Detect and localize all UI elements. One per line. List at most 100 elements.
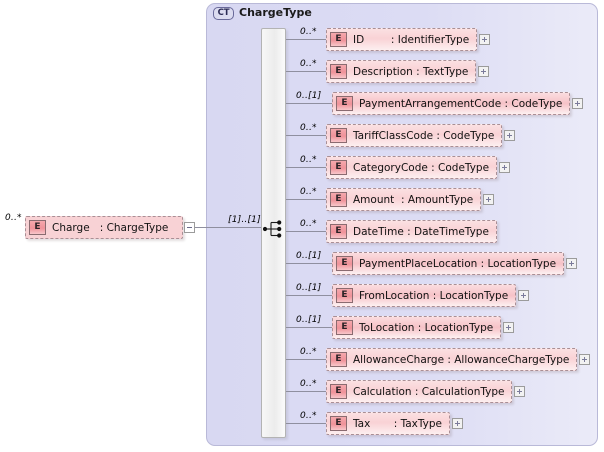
element-label: PaymentPlaceLocation : LocationType (359, 258, 556, 270)
occurrence-label: 0..* (300, 411, 317, 421)
element-name: PaymentPlaceLocation (359, 257, 478, 270)
expand-toggle[interactable] (504, 130, 515, 141)
element-type: : AmountType (394, 193, 474, 206)
element-label: FromLocation : LocationType (359, 290, 508, 302)
element-label: CategoryCode : CodeType (353, 162, 489, 174)
element-badge-icon: E (29, 220, 46, 235)
connector-line (286, 167, 326, 168)
element-badge-icon: E (330, 384, 347, 399)
connector-line (286, 71, 326, 72)
element-type: : TextType (412, 65, 469, 78)
element-type: : CalculationType (411, 385, 505, 398)
element-name: ToLocation (359, 321, 415, 334)
element-name: ID (353, 33, 365, 46)
expand-toggle[interactable] (452, 418, 463, 429)
complex-type-name: ChargeType (239, 6, 312, 19)
element-label: PaymentArrangementCode : CodeType (359, 98, 562, 110)
element-name: Tax (353, 417, 371, 430)
connector-cardinality: [1]..[1] (228, 215, 261, 225)
connector-line (286, 391, 326, 392)
element-badge-icon: E (330, 128, 347, 143)
connector-line (286, 135, 326, 136)
element-name: Calculation (353, 385, 412, 398)
expand-toggle[interactable] (483, 194, 494, 205)
expand-toggle[interactable] (579, 354, 590, 365)
connector-line (286, 263, 332, 264)
connector-line (286, 327, 332, 328)
element-name: Description (353, 65, 413, 78)
expand-toggle[interactable] (479, 34, 490, 45)
element-name: PaymentArrangementCode (359, 97, 502, 110)
element-label: Amount : AmountType (353, 194, 473, 206)
element-badge-icon: E (330, 192, 347, 207)
element-name: AllowanceCharge (353, 353, 445, 366)
element-box[interactable]: E Amount : AmountType (326, 188, 481, 211)
expand-toggle[interactable] (503, 322, 514, 333)
element-badge-icon: E (330, 160, 347, 175)
occurrence-label: 0..[1] (296, 315, 322, 325)
sequence-compositor-icon[interactable] (262, 219, 286, 239)
expand-toggle[interactable] (572, 98, 583, 109)
element-label: Description : TextType (353, 66, 468, 78)
connector-line (286, 39, 326, 40)
element-label: Calculation : CalculationType (353, 386, 504, 398)
occurrence-label: 0..* (300, 219, 317, 229)
element-box[interactable]: E CategoryCode : CodeType (326, 156, 497, 179)
occurrence-label: 0..* (300, 123, 317, 133)
connector-line (286, 359, 326, 360)
element-box[interactable]: E PaymentPlaceLocation : LocationType (332, 252, 564, 275)
collapse-toggle-charge[interactable] (184, 222, 195, 233)
occurrence-label: 0..[1] (296, 91, 322, 101)
expand-toggle[interactable] (478, 66, 489, 77)
connector-line (286, 295, 332, 296)
element-name: CategoryCode (353, 161, 428, 174)
element-badge-icon: E (330, 32, 347, 47)
element-box[interactable]: E TariffClassCode : CodeType (326, 124, 502, 147)
expand-toggle[interactable] (566, 258, 577, 269)
connector-line (286, 231, 326, 232)
element-badge-icon: E (330, 224, 347, 239)
expand-toggle[interactable] (518, 290, 529, 301)
element-box[interactable]: E AllowanceCharge : AllowanceChargeType (326, 348, 577, 371)
element-type: : IdentifierType (364, 33, 470, 46)
element-badge-icon: E (336, 256, 353, 271)
element-name: DateTime (353, 225, 404, 238)
element-type-charge: : ChargeType (89, 221, 169, 234)
connector-line (286, 103, 332, 104)
occurrence-label: 0..* (300, 347, 317, 357)
occurrence-label: 0..* (300, 27, 317, 37)
occurrence-label: 0..[1] (296, 283, 322, 293)
complex-type-badge: CT (213, 7, 234, 20)
element-type: : LocationType (429, 289, 509, 302)
element-type: : LocationType (414, 321, 494, 334)
root-occurrence: 0..* (5, 213, 22, 223)
element-label: TariffClassCode : CodeType (353, 130, 494, 142)
element-type: : LocationType (477, 257, 557, 270)
element-badge-icon: E (330, 352, 347, 367)
element-label: ID : IdentifierType (353, 34, 469, 46)
element-badge-icon: E (336, 288, 353, 303)
element-type: : AllowanceChargeType (444, 353, 570, 366)
occurrence-label: 0..* (300, 187, 317, 197)
occurrence-label: 0..* (300, 59, 317, 69)
element-name-charge: Charge (52, 221, 90, 234)
element-box-charge[interactable]: E Charge : ChargeType (25, 216, 183, 239)
element-label-charge: Charge : ChargeType (52, 222, 168, 234)
expand-toggle[interactable] (514, 386, 525, 397)
element-box[interactable]: E FromLocation : LocationType (332, 284, 516, 307)
element-type: : CodeType (501, 97, 563, 110)
connector-root-to-sequence (195, 227, 261, 228)
element-box[interactable]: E Calculation : CalculationType (326, 380, 512, 403)
sequence-container (261, 28, 286, 438)
element-type: : CodeType (433, 129, 495, 142)
connector-line (286, 199, 326, 200)
element-box[interactable]: E ID : IdentifierType (326, 28, 477, 51)
element-name: TariffClassCode (353, 129, 434, 142)
expand-toggle[interactable] (499, 162, 510, 173)
